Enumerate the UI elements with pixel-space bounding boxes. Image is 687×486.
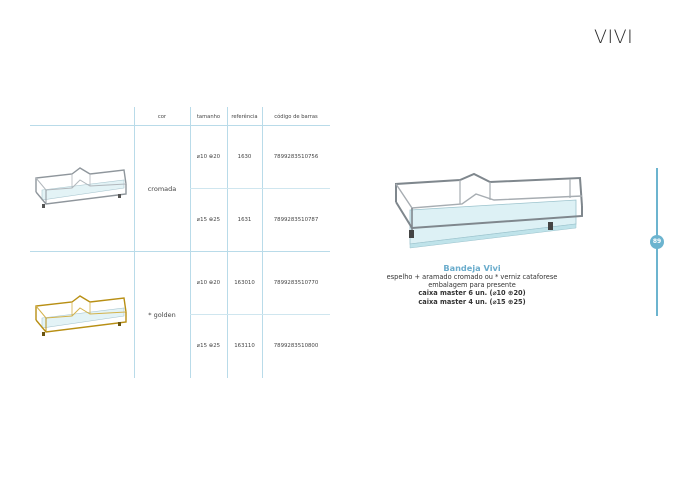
page-number-badge: 89 <box>650 235 664 249</box>
tray-large-image <box>395 172 583 249</box>
cell-reference: 1630 <box>237 154 252 160</box>
table-divider-vertical <box>227 107 228 378</box>
color-label-golden: * golden <box>148 311 176 319</box>
product-packaging: embalagem para presente <box>428 281 516 290</box>
color-label-chrome: cromada <box>147 185 177 193</box>
product-master-box-2: caixa master 4 un. (⌀15 ⊕25) <box>418 297 526 306</box>
product-master-box-1: caixa master 6 un. (⌀10 ⊕20) <box>418 289 526 298</box>
table-divider-vertical <box>190 107 191 378</box>
header-reference: referência <box>231 114 258 120</box>
product-description: espelho + aramado cromado ou * verniz ca… <box>386 273 558 281</box>
cell-barcode: 7899283510770 <box>273 280 319 286</box>
product-description-block: Bandeja Vivi espelho + aramado cromado o… <box>378 263 566 306</box>
cell-barcode: 7899283510756 <box>273 154 319 160</box>
page-title: VIVI <box>594 26 634 48</box>
cell-barcode: 7899283510800 <box>273 343 319 349</box>
table-divider-vertical <box>134 107 135 378</box>
table-divider-horizontal <box>190 314 330 315</box>
table-divider-horizontal <box>30 125 330 126</box>
table-divider-vertical <box>262 107 263 378</box>
cell-reference: 1631 <box>237 217 252 223</box>
cell-reference: 163010 <box>234 280 255 286</box>
cell-size: ⌀10 ⊕20 <box>196 280 221 286</box>
tray-chrome-thumbnail <box>35 167 127 208</box>
cell-reference: 163110 <box>234 343 255 349</box>
header-size: tamanho <box>196 114 221 120</box>
header-barcode: código de barras <box>274 114 318 120</box>
table-divider-horizontal <box>30 251 330 252</box>
cell-size: ⌀10 ⊕20 <box>196 154 221 160</box>
cell-size: ⌀15 ⊕25 <box>196 343 221 349</box>
table-divider-horizontal <box>190 188 330 189</box>
cell-size: ⌀15 ⊕25 <box>196 217 221 223</box>
cell-barcode: 7899283510787 <box>273 217 319 223</box>
product-name: Bandeja Vivi <box>443 263 501 273</box>
tray-golden-thumbnail <box>35 295 127 336</box>
header-color: cor <box>157 114 167 120</box>
